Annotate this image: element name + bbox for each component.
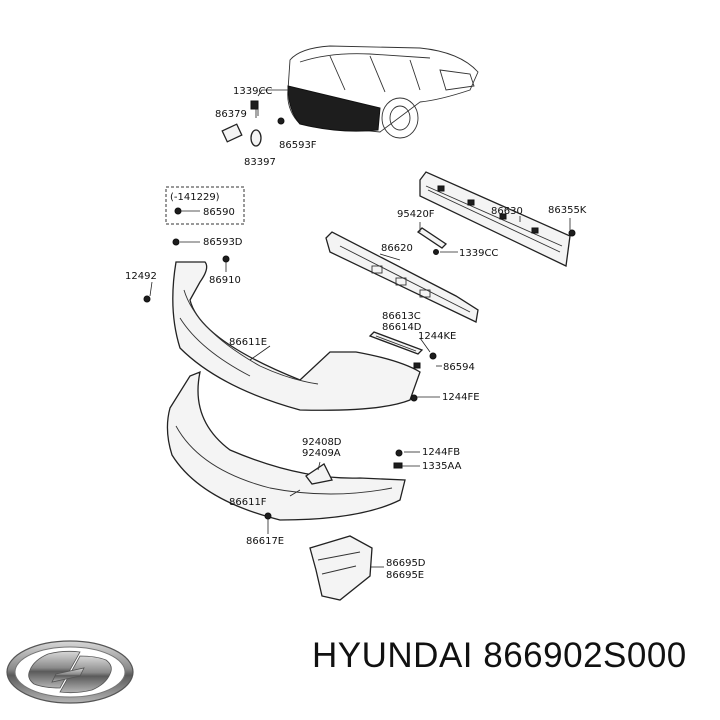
- label-92409a: 92409A: [302, 448, 341, 459]
- label-92408d: 92408D: [302, 437, 342, 448]
- label-86593f: 86593F: [279, 140, 317, 151]
- label-86617e: 86617E: [246, 536, 284, 547]
- trim-strip-86613c: [368, 331, 437, 360]
- reflector-92408d: [305, 463, 333, 485]
- plug-83397: [250, 129, 262, 147]
- energy-absorber-86620: [325, 231, 479, 323]
- label-1244fe: 1244FE: [442, 392, 480, 403]
- date-code-box: [165, 186, 245, 225]
- label-86593d: 86593D: [203, 237, 243, 248]
- reflector-part: [221, 123, 243, 143]
- label-86910: 86910: [209, 275, 241, 286]
- label-86611e: 86611E: [229, 337, 267, 348]
- label-1244fb: 1244FB: [422, 447, 460, 458]
- label-86594: 86594: [443, 362, 475, 373]
- label-12492: 12492: [125, 271, 157, 282]
- hyundai-logo-icon: [6, 640, 134, 704]
- small-fasteners-top: [221, 89, 290, 147]
- label-date-code: (-141229): [170, 192, 220, 203]
- splash-shield-86695d: [309, 535, 373, 601]
- bumper-upper-86611e: [143, 238, 421, 411]
- label-86590: 86590: [203, 207, 235, 218]
- impact-beam-86630: [419, 171, 576, 267]
- clip-86379: [250, 100, 259, 110]
- bumper-lower-86611f: [166, 370, 406, 521]
- label-1339cc-mid: 1339CC: [459, 248, 498, 259]
- label-86630: 86630: [491, 206, 523, 217]
- bracket-95420f: [416, 227, 448, 255]
- label-86614d: 86614D: [382, 322, 422, 333]
- car-rear-illustration: [287, 45, 479, 139]
- label-86379: 86379: [215, 109, 247, 120]
- label-86613c: 86613C: [382, 311, 421, 322]
- label-1335aa: 1335AA: [422, 461, 462, 472]
- bolt-86593f: [277, 117, 285, 125]
- label-1339cc-top: 1339CC: [233, 86, 272, 97]
- label-86355k: 86355K: [548, 205, 587, 216]
- part-labels: 1339CC 86379 86593F 83397 (-141229) 8659…: [125, 86, 587, 581]
- brand-part-number: HYUNDAI 866902S000: [312, 636, 687, 675]
- label-86695d: 86695D: [386, 558, 426, 569]
- label-95420f: 95420F: [397, 209, 435, 220]
- label-1244ke: 1244KE: [418, 331, 456, 342]
- label-83397: 83397: [244, 157, 276, 168]
- fasteners-right: [393, 362, 421, 469]
- label-86695e: 86695E: [386, 570, 424, 581]
- label-86611f: 86611F: [229, 497, 267, 508]
- leader-lines: [149, 108, 571, 568]
- label-86620: 86620: [381, 243, 413, 254]
